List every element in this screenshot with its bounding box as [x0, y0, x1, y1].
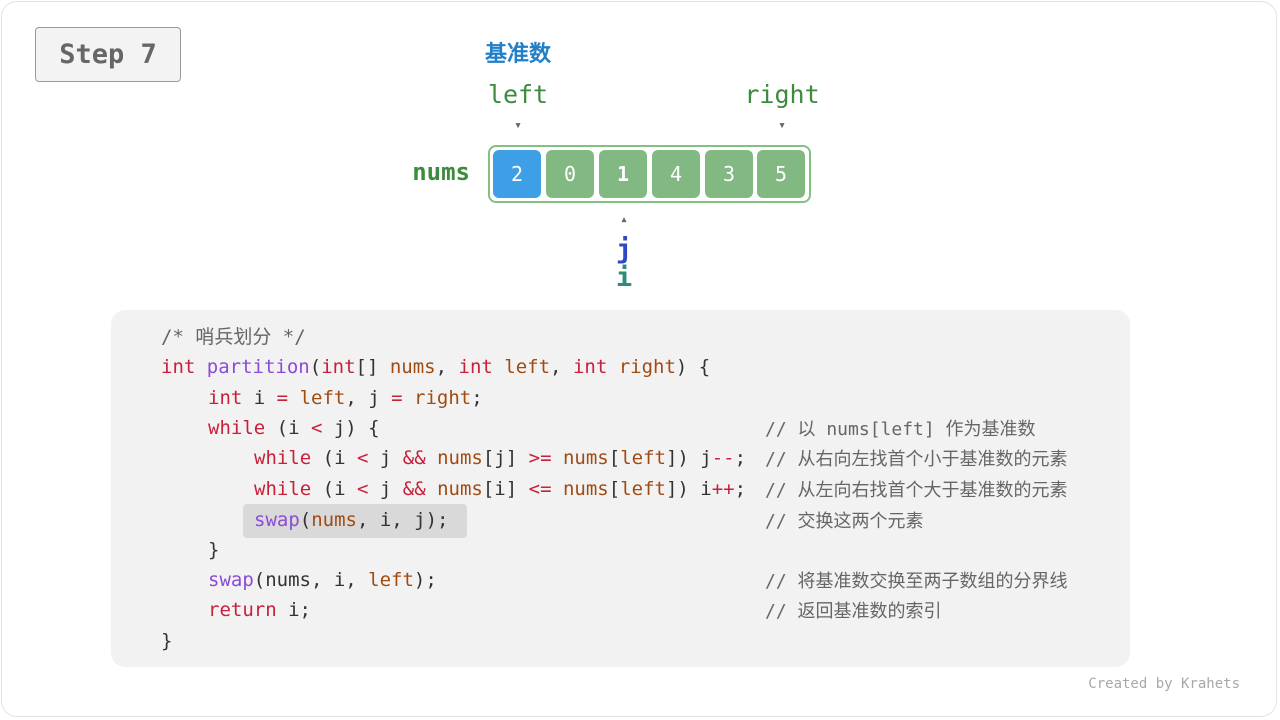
step-badge: Step 7 — [35, 27, 181, 82]
code-line-init: int i = left, j = right; — [208, 387, 483, 409]
right-pointer-label: right — [744, 80, 820, 109]
right-pointer-arrow-icon: ▾ — [778, 118, 786, 133]
code-line-swap-pivot: swap(nums, i, left); — [208, 569, 437, 591]
left-pointer-arrow-icon: ▾ — [514, 118, 522, 133]
i-pointer-label: i — [615, 262, 633, 293]
array-cell: 4 — [652, 150, 700, 198]
code-line-close-while: } — [208, 539, 220, 561]
current-line-highlight — [243, 504, 467, 538]
array-cell: 3 — [705, 150, 753, 198]
credit-text: Created by Krahets — [1088, 676, 1240, 692]
code-line-swap-highlighted: swap(nums, i, j); — [254, 509, 449, 531]
code-line-comment: /* 哨兵划分 */ — [161, 326, 306, 348]
code-line-while-i: while (i < j && nums[i] <= nums[left]) i… — [254, 478, 747, 500]
code-comment: // 交换这两个元素 — [765, 511, 924, 532]
code-comment: // 从右向左找首个小于基准数的元素 — [765, 449, 1068, 470]
pivot-label: 基准数 — [484, 42, 551, 67]
code-line-close-function: } — [161, 630, 173, 652]
array-name: nums — [412, 158, 470, 186]
array-cell: 0 — [546, 150, 594, 198]
left-pointer-label: left — [487, 80, 549, 109]
code-panel — [111, 310, 1130, 667]
code-line-outer-while: while (i < j) { — [208, 417, 380, 439]
code-comment: // 以 nums[left] 作为基准数 — [765, 419, 1036, 440]
code-comment: // 返回基准数的索引 — [765, 601, 942, 622]
j-pointer-label: j — [615, 234, 633, 265]
code-comment: // 将基准数交换至两子数组的分界线 — [765, 571, 1068, 592]
array-cell-pivot: 2 — [493, 150, 541, 198]
code-line-signature: int partition(int[] nums, int left, int … — [161, 356, 711, 378]
array-cell: 5 — [757, 150, 805, 198]
code-line-while-j: while (i < j && nums[j] >= nums[left]) j… — [254, 447, 747, 469]
code-line-return: return i; — [208, 599, 311, 621]
array-cell-current: 1 — [599, 150, 647, 198]
code-comment: // 从左向右找首个大于基准数的元素 — [765, 480, 1068, 501]
j-pointer-arrow-icon: ▴ — [620, 212, 628, 227]
